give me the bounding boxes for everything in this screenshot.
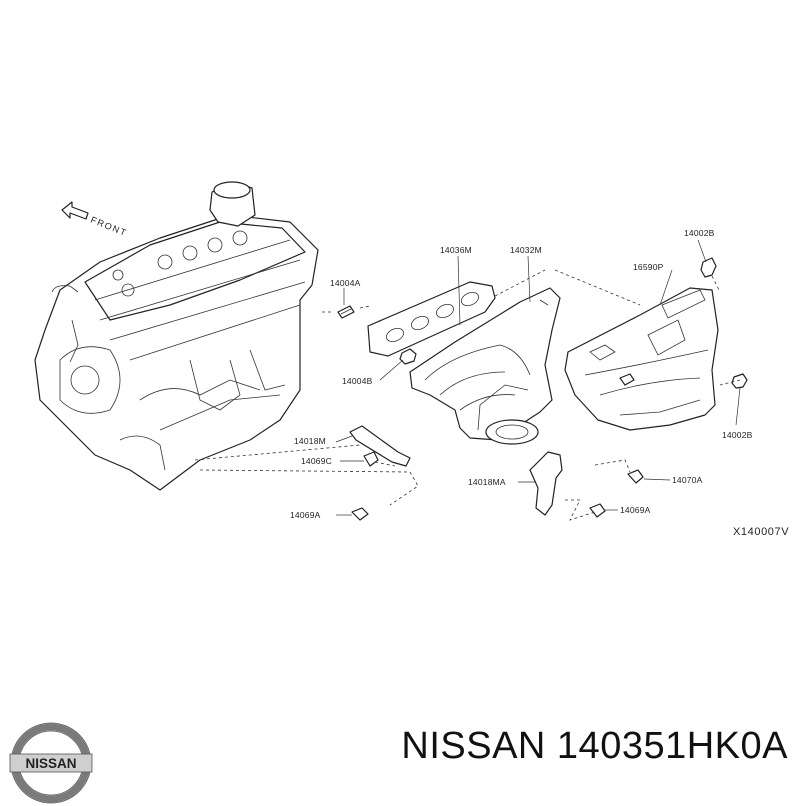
bolt-14070A [627, 469, 644, 484]
reference-code: X140007V [733, 526, 789, 538]
callout-14002B-bottom: 14002B [722, 430, 753, 440]
callout-14004B: 14004B [342, 376, 373, 386]
callout-14018MA: 14018MA [468, 477, 506, 487]
callout-14002B-top: 14002B [684, 228, 715, 238]
logo-text: NISSAN [25, 756, 76, 771]
engine-block [34, 181, 319, 491]
bracket-14018MA [529, 451, 563, 516]
alignment-lines [194, 269, 741, 521]
bolt-14069A-left [351, 507, 369, 521]
nissan-logo: NISSAN [9, 722, 93, 804]
callout-14032M: 14032M [510, 245, 542, 255]
bolt-14002B-top [700, 257, 717, 278]
bracket-14018M [349, 425, 411, 467]
callout-14070A: 14070A [672, 475, 703, 485]
callout-14069C: 14069C [301, 456, 332, 466]
callout-14018M: 14018M [294, 436, 326, 446]
front-direction-indicator: FRONT [61, 201, 129, 239]
callout-14004A: 14004A [330, 278, 361, 288]
callout-14036M: 14036M [440, 245, 472, 255]
leader-lines [335, 239, 741, 516]
front-arrow-icon [61, 201, 89, 220]
part-number-caption: NISSAN 140351HK0A [401, 725, 788, 767]
callout-16590P: 16590P [633, 262, 664, 272]
bolt-14002B-bottom [619, 373, 748, 389]
exhaust-manifold-14032M [409, 287, 561, 445]
logo-bar [9, 753, 93, 773]
callout-14069A-right: 14069A [620, 505, 651, 515]
exhaust-gasket-14036M [367, 281, 496, 357]
bolt-14069A-right [589, 503, 606, 518]
callout-14069A-left: 14069A [290, 510, 321, 520]
heat-shield-16590P [564, 287, 719, 431]
front-label: FRONT [89, 215, 128, 239]
stud-14004A [337, 305, 355, 319]
callout-labels: 14036M 14032M 14002B 16590P 14004A 14004… [290, 228, 789, 538]
bolt-14069C [363, 451, 379, 467]
nut-14004B [399, 348, 417, 365]
